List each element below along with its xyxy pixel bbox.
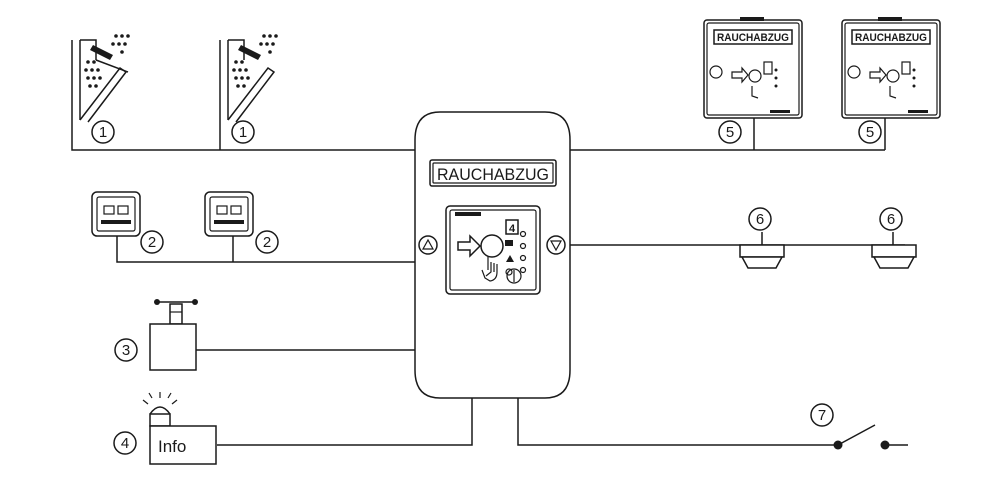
marker-2a-text: 2	[148, 234, 156, 251]
marker-1b	[231, 120, 255, 144]
manual-call-point-2: RAUCHABZUG 5	[841, 17, 941, 144]
external-contact-switch: 7	[810, 403, 908, 450]
marker-3-text: 3	[122, 342, 130, 359]
marker-1b-text: 1	[239, 124, 247, 141]
marker-6a-text: 6	[756, 211, 764, 228]
smoke-exhaust-motor: 3	[114, 299, 198, 371]
window-actuator-2: 1	[227, 34, 278, 144]
manual-call-point-1: RAUCHABZUG 5	[703, 17, 803, 144]
call-point-2-label: RAUCHABZUG	[855, 32, 927, 44]
hand-icon	[481, 256, 498, 282]
call-point-1-label: RAUCHABZUG	[717, 32, 789, 44]
svg-text:4: 4	[509, 223, 516, 235]
vent-button-1: 2	[91, 191, 164, 254]
marker-1a-text: 1	[99, 124, 107, 141]
marker-2b-text: 2	[263, 234, 271, 251]
info-label: Info	[158, 437, 186, 456]
marker-5b-text: 5	[866, 124, 874, 141]
marker-1a	[91, 120, 115, 144]
open-button[interactable]	[418, 235, 438, 255]
smoke-detector-1: 6	[739, 207, 785, 269]
marker-6b-text: 6	[887, 211, 895, 228]
central-trigger-button[interactable]	[480, 234, 504, 258]
vent-button-2: 2	[204, 191, 279, 254]
marker-5a-text: 5	[726, 124, 734, 141]
central-control-panel: RAUCHABZUG 4	[414, 111, 571, 399]
central-panel-label: RAUCHABZUG	[437, 165, 549, 184]
wiring	[71, 40, 905, 446]
marker-7-text: 7	[818, 407, 826, 424]
marker-4-text: 4	[121, 435, 129, 452]
close-button[interactable]	[546, 235, 566, 255]
window-actuator-1: 1	[79, 34, 130, 144]
smoke-detector-2: 6	[871, 207, 917, 269]
info-alarm-device: Info 4	[113, 392, 217, 465]
